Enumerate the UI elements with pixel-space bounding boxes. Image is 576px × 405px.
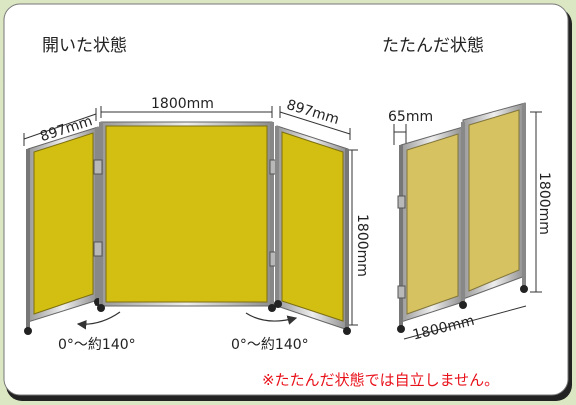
open-hinges	[93, 159, 279, 267]
open-width-dimension-lines	[23, 106, 358, 326]
folded-state-title: たたんだ状態	[382, 36, 484, 56]
folded-back-panel	[462, 102, 528, 300]
open-height-label: 1800mm	[354, 214, 370, 277]
open-left-panel	[24, 126, 102, 335]
folded-front-panel	[397, 122, 467, 333]
open-right-panel	[274, 125, 351, 335]
folded-depth-label: 65mm	[388, 109, 433, 125]
angle-right-label: 0°～約140°	[231, 337, 309, 353]
open-state-title: 開いた状態	[42, 36, 127, 56]
left-rotation-arrow	[76, 311, 121, 330]
angle-left-label: 0°～約140°	[58, 337, 136, 353]
folded-height-label: 1800mm	[536, 172, 552, 235]
self-standing-note: ※たたんだ状態では自立しません。	[262, 371, 499, 389]
right-rotation-arrow	[245, 312, 298, 325]
open-center-panel	[97, 121, 276, 312]
open-width-center-label: 1800mm	[151, 96, 214, 112]
folded-dimension-lines	[393, 111, 542, 340]
